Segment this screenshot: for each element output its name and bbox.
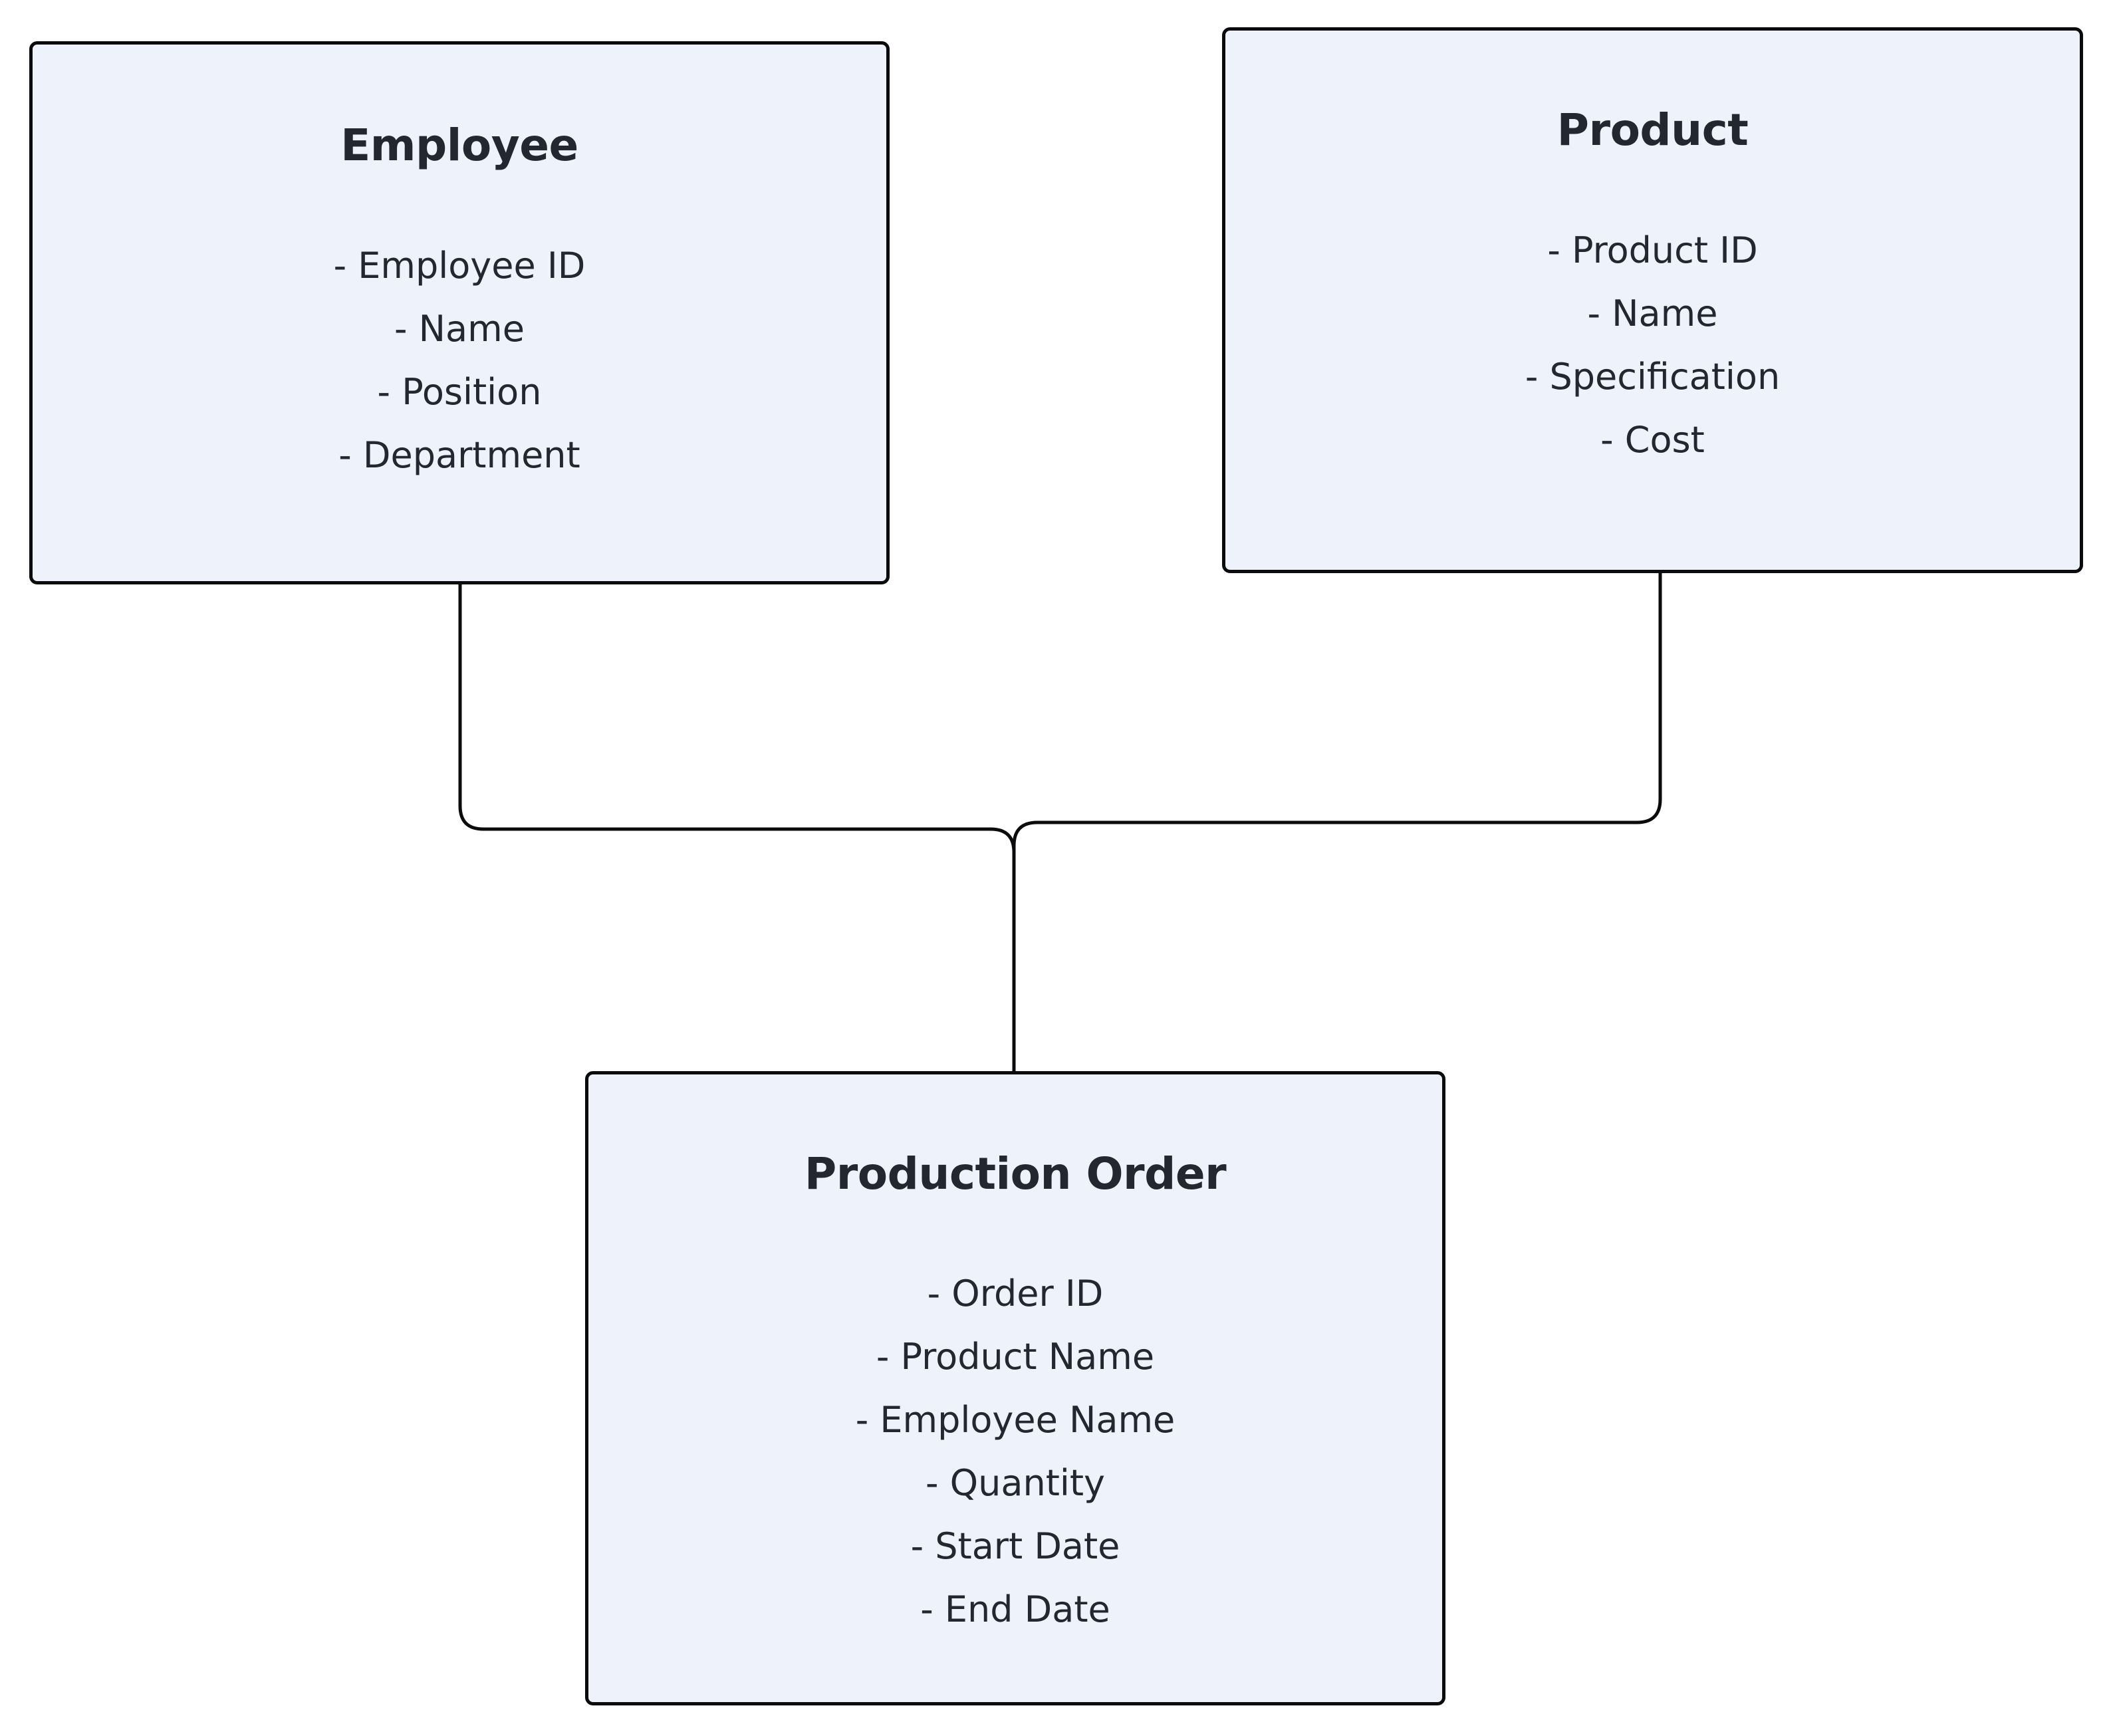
entity-title-product: Product (1556, 104, 1749, 156)
attribute-item: - Department (338, 434, 580, 476)
attribute-item: - Quantity (926, 1461, 1105, 1504)
attribute-list-employee: - Employee ID - Name - Position - Depart… (33, 234, 886, 487)
entity-title-production-order: Production Order (804, 1148, 1227, 1199)
attribute-item: - Position (377, 370, 542, 413)
attribute-item: - Specification (1525, 355, 1781, 398)
entity-node-product[interactable]: Product - Product ID - Name - Specificat… (1222, 27, 2083, 573)
attribute-item: - Product Name (876, 1335, 1155, 1378)
attribute-item: - Product ID (1547, 229, 1758, 271)
entity-title-employee: Employee (340, 120, 578, 171)
attribute-item: - Start Date (910, 1525, 1120, 1567)
attribute-item: - Order ID (927, 1272, 1104, 1314)
attribute-item: - Name (1587, 292, 1718, 334)
attribute-item: - Cost (1600, 418, 1705, 461)
entity-node-employee[interactable]: Employee - Employee ID - Name - Position… (29, 41, 890, 584)
attribute-item: - Employee ID (333, 244, 586, 287)
attribute-list-product: - Product ID - Name - Specification - Co… (1225, 219, 2080, 471)
attribute-item: - Employee Name (855, 1398, 1176, 1441)
attribute-list-production-order: - Order ID - Product Name - Employee Nam… (588, 1262, 1442, 1641)
attribute-item: - Name (394, 307, 525, 350)
entity-node-production-order[interactable]: Production Order - Order ID - Product Na… (585, 1071, 1445, 1705)
attribute-item: - End Date (920, 1588, 1110, 1630)
edge-employee-to-production-order (458, 584, 1016, 1071)
edge-product-to-production-order (1012, 573, 1662, 1071)
